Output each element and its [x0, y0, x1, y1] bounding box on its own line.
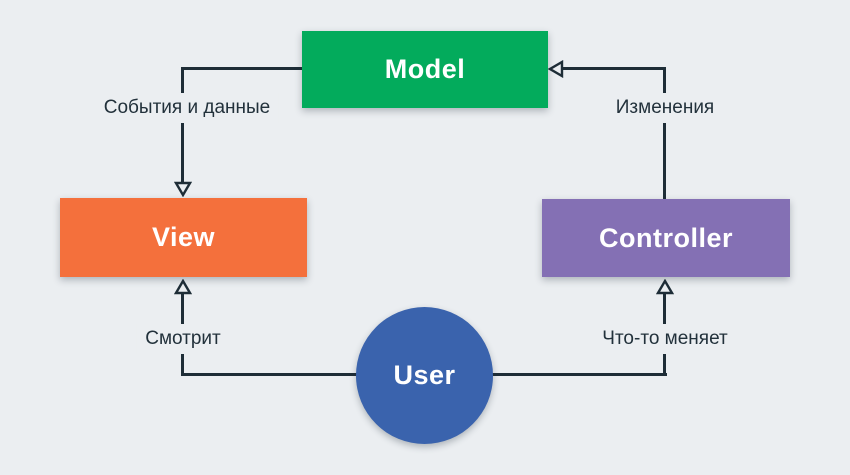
node-controller-label: Controller — [598, 222, 733, 253]
edge-label-events-and-data: События и данные — [94, 93, 280, 123]
node-controller: Controller — [542, 199, 790, 277]
edge-controller-to-model-horizontal — [563, 67, 666, 70]
node-model-label: Model — [384, 54, 466, 84]
node-view-label: View — [151, 222, 216, 252]
arrowhead-left-icon — [548, 60, 564, 78]
edge-user-to-view-horizontal — [183, 373, 358, 376]
arrowhead-up-shape — [174, 279, 192, 295]
edge-label-watches: Смотрит — [136, 324, 230, 354]
arrowhead-down-icon — [174, 181, 192, 197]
node-model: Model — [302, 31, 548, 108]
edge-model-to-view-vertical — [181, 67, 184, 182]
arrowhead-up-shape — [656, 279, 674, 295]
arrowhead-down-shape — [174, 181, 192, 197]
arrowhead-up-icon — [656, 279, 674, 295]
arrowhead-left-shape — [548, 60, 564, 78]
node-user-label: User — [393, 360, 456, 390]
edge-user-to-controller-horizontal — [492, 373, 667, 376]
edge-label-changes-something: Что-то меняет — [593, 324, 737, 354]
edge-controller-to-model-vertical — [663, 67, 666, 199]
node-user: User — [356, 307, 493, 444]
arrowhead-up-icon — [174, 279, 192, 295]
edge-label-changes: Изменения — [606, 93, 724, 123]
node-view: View — [60, 198, 307, 277]
edge-model-to-view-horizontal — [183, 67, 302, 70]
